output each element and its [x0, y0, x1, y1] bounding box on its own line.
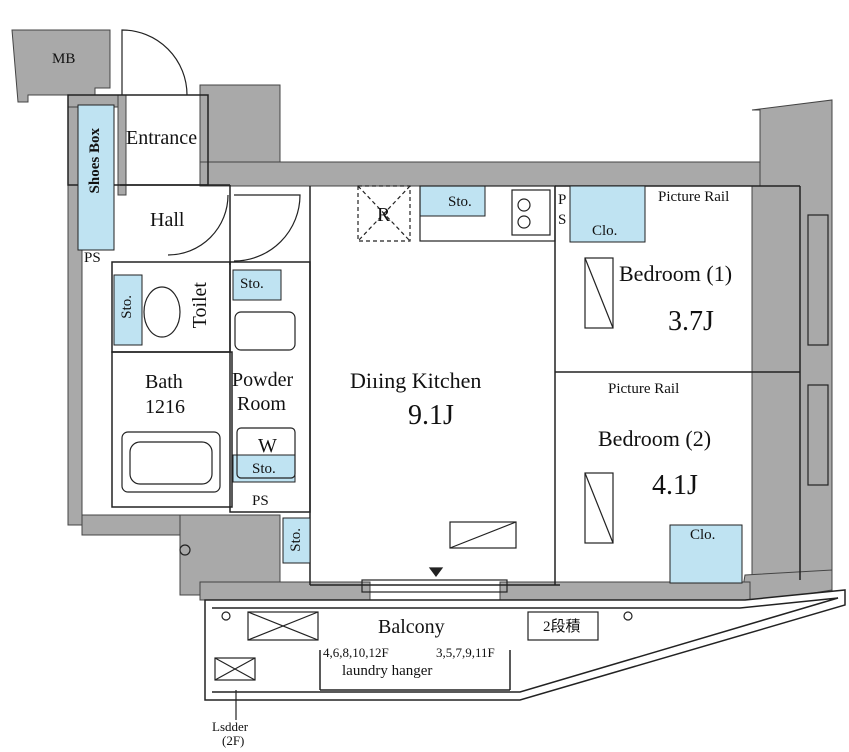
bedroom2-size: 4.1J: [652, 470, 698, 501]
ladder-label-1: Lsdder: [212, 719, 249, 734]
washer-sto-label: Sto.: [252, 461, 276, 477]
ladder-label-2: (2F): [222, 733, 245, 748]
powder-room-label-1: Powder: [232, 369, 294, 391]
ps-bottom-label: PS: [252, 493, 269, 509]
picture-rail-label-1: Picture Rail: [658, 189, 730, 205]
toilet-label: Toilet: [189, 282, 211, 329]
balcony-label: Balcony: [378, 616, 445, 638]
bath-label: Bath: [145, 371, 183, 393]
hanger-floors-left: 4,6,8,10,12F: [323, 645, 389, 660]
bedroom1-label: Bedroom (1): [619, 261, 733, 286]
powder-room-label-2: Room: [237, 393, 286, 415]
toilet-sto-label: Sto.: [119, 295, 135, 319]
kitchen-sto-label: Sto.: [448, 194, 472, 210]
entrance-label: Entrance: [126, 127, 198, 149]
picture-rail-label-2: Picture Rail: [608, 381, 680, 397]
hall-label: Hall: [150, 209, 185, 231]
laundry-hanger-label: laundry hanger: [342, 663, 433, 679]
bedroom1-clo-label: Clo.: [592, 223, 618, 239]
shoes-box-label: Shoes Box: [87, 128, 103, 194]
dining-kitchen-size: 9.1J: [408, 400, 454, 431]
sto-bottom-label: Sto.: [288, 528, 304, 552]
dining-kitchen-label: Diıing Kitchen: [350, 368, 482, 393]
fixtures: [121, 29, 829, 720]
bedroom2-clo-label: Clo.: [690, 527, 716, 543]
ps-kitchen-label-1: P: [558, 192, 567, 208]
sto-small-label: Sto.: [240, 276, 264, 292]
fridge-label: R: [377, 204, 391, 226]
interior-lines: [67, 94, 846, 701]
walls: [11, 29, 833, 606]
washer-label: W: [258, 435, 277, 457]
stack-label: 2段積: [543, 619, 581, 635]
mb-label: MB: [52, 51, 76, 67]
ps-kitchen-label-2: S: [558, 212, 567, 228]
bath-size-label: 1216: [145, 396, 185, 418]
bedroom2-label: Bedroom (2): [598, 426, 712, 451]
ps-left-label: PS: [84, 250, 101, 266]
hanger-floors-right: 3,5,7,9,11F: [436, 645, 495, 660]
bedroom1-size: 3.7J: [668, 306, 714, 337]
